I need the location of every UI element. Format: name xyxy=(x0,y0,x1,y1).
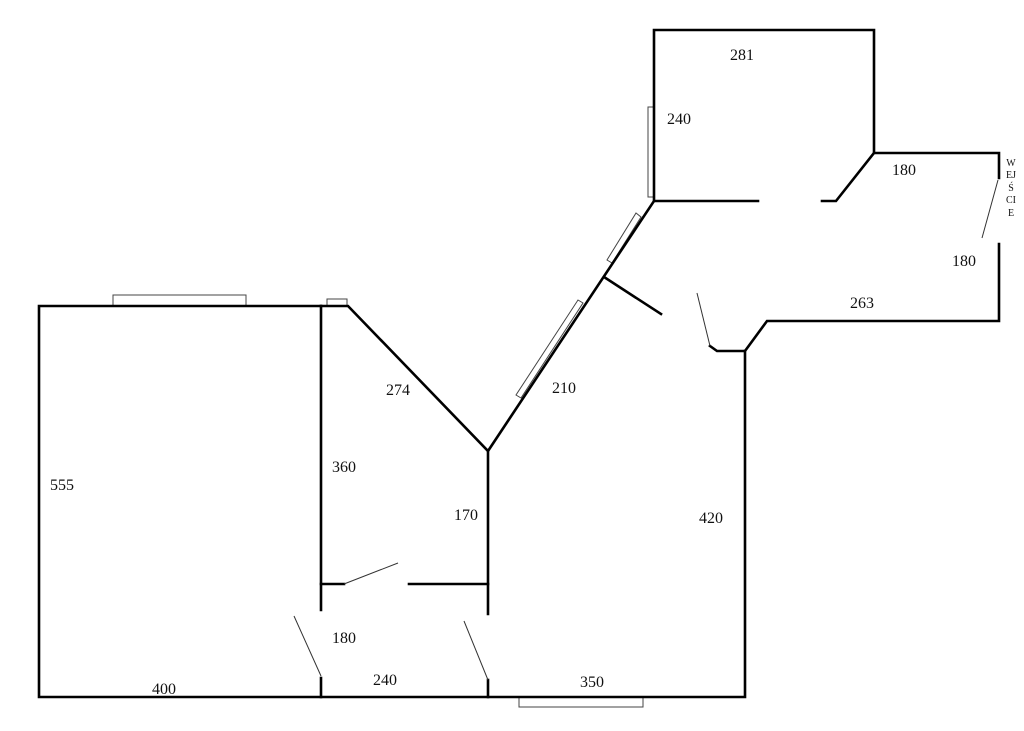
walls xyxy=(37,28,1001,699)
dimension-label: 274 xyxy=(386,382,410,399)
dimension-label: 281 xyxy=(730,47,754,64)
dimension-label: 240 xyxy=(667,111,691,128)
dimension-label: 400 xyxy=(152,681,176,698)
dimension-label: 240 xyxy=(373,672,397,689)
door-swings xyxy=(293,179,999,681)
dimension-label: 210 xyxy=(552,380,576,397)
window xyxy=(518,696,644,708)
dimension-label: 180 xyxy=(952,253,976,270)
window xyxy=(112,294,247,307)
dimension-label: 360 xyxy=(332,459,356,476)
window xyxy=(515,299,584,399)
dimension-label: 350 xyxy=(580,674,604,691)
entrance-label: WEJŚCIE xyxy=(1006,158,1016,219)
dimension-label: 180 xyxy=(332,630,356,647)
dimension-label: 170 xyxy=(454,507,478,524)
dimension-label: 555 xyxy=(50,477,74,494)
dimension-label: 263 xyxy=(850,295,874,312)
dimension-label: 180 xyxy=(892,162,916,179)
window xyxy=(606,212,642,264)
dimension-label: 420 xyxy=(699,510,723,527)
